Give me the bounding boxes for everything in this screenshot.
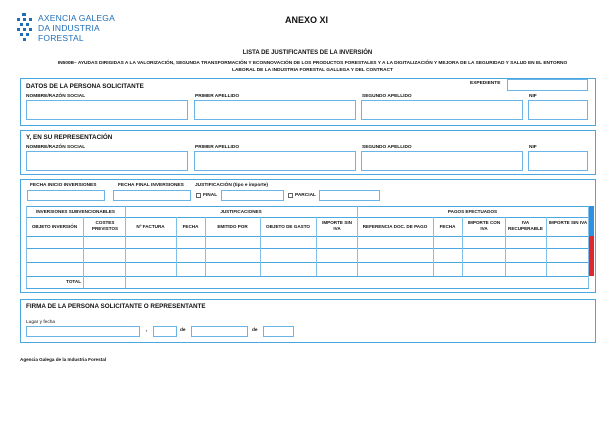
rep-surname2-label: SEGUNDO APELLIDO xyxy=(362,145,412,150)
subtitle-line: IN500B– AYUDAS DIRIGIDAS A LA VALORIZACI… xyxy=(57,61,568,66)
start-date-field[interactable] xyxy=(27,190,105,201)
applicant-nif-field[interactable] xyxy=(528,100,588,120)
end-date-field[interactable] xyxy=(113,190,191,201)
justification-label: JUSTIFICACIÓN (tipo e importe) xyxy=(195,183,269,188)
expediente-field[interactable] xyxy=(507,79,588,91)
place-field[interactable] xyxy=(26,326,140,337)
applicant-section-title: DATOS DE LA PERSONA SOLICITANTE xyxy=(26,83,144,90)
col-header: IMPORTE CON IVA xyxy=(467,220,501,231)
final-checkbox[interactable] xyxy=(196,193,201,198)
representative-section xyxy=(20,130,596,175)
logo-line: FORESTAL xyxy=(38,33,84,43)
signature-section xyxy=(20,299,596,343)
rep-name-field[interactable] xyxy=(26,151,188,171)
document-subtitle: IN500B– AYUDAS DIRIGIDAS A LA VALORIZACI… xyxy=(20,60,605,74)
rep-name-label: NOMBRE/RAZÓN SOCIAL xyxy=(26,145,86,150)
galicia-emblem-icon xyxy=(15,13,33,43)
month-field[interactable] xyxy=(191,326,248,337)
col-header: OBJETO INVERSIÓN xyxy=(31,224,78,229)
col-header: REFERENCIA DOC. DE PAGO xyxy=(362,224,428,229)
place-date-label: Lugar y fecha xyxy=(26,320,56,325)
col-header: FECHA xyxy=(182,224,199,229)
expediente-label: EXPEDIENTE xyxy=(470,81,501,86)
annex-label: ANEXO XI xyxy=(285,15,329,25)
col-header: EMITIDO POR xyxy=(217,224,248,229)
col-header: OBJETO DE GASTO xyxy=(266,224,310,229)
agency-logo-text: AXENCIA GALEGA DA INDUSTRIA FORESTAL xyxy=(38,13,115,43)
end-date-label: FECHA FINAL INVERSIONES xyxy=(118,183,184,188)
footer-agency: Agencia Galega de la Industria Forestal xyxy=(20,357,107,362)
final-amount-field[interactable] xyxy=(221,190,284,201)
col-header: IMPORTE SIN IVA xyxy=(322,220,352,231)
applicant-surname2-field[interactable] xyxy=(361,100,523,120)
applicant-surname1-field[interactable] xyxy=(194,100,356,120)
applicant-surname2-label: SEGUNDO APELLIDO xyxy=(362,94,412,99)
group-header-subsidized: INVERSIONES SUBVENCIONABLES xyxy=(36,209,115,214)
final-label: FINAL xyxy=(203,193,218,198)
logo-line: DA INDUSTRIA xyxy=(38,23,100,33)
parcial-checkbox[interactable] xyxy=(288,193,293,198)
applicant-name-field[interactable] xyxy=(26,100,188,120)
total-label: TOTAL xyxy=(66,279,81,284)
applicant-surname1-label: PRIMER APELLIDO xyxy=(195,94,240,99)
col-header: IMPORTE SIN IVA xyxy=(548,220,588,225)
remove-row-marker[interactable] xyxy=(589,236,594,276)
rep-surname1-field[interactable] xyxy=(194,151,356,171)
investments-section xyxy=(20,179,596,293)
parcial-amount-field[interactable] xyxy=(319,190,380,201)
col-header: COSTES PREVISTOS xyxy=(91,220,119,231)
subtitle-line: LABORAL DE LA INDUSTRIA FORESTAL GALLEGA… xyxy=(232,68,393,73)
rep-surname2-field[interactable] xyxy=(361,151,523,171)
group-header-justifications: JUSTIFICACIONES xyxy=(220,209,262,214)
applicant-section xyxy=(20,78,596,126)
de-separator: de xyxy=(180,328,186,333)
start-date-label: FECHA INICIO INVERSIONES xyxy=(30,183,97,188)
comma-separator: , xyxy=(146,328,148,333)
day-field[interactable] xyxy=(153,326,177,337)
year-field[interactable] xyxy=(263,326,294,337)
applicant-name-label: NOMBRE/RAZÓN SOCIAL xyxy=(26,94,86,99)
applicant-nif-label: NIF xyxy=(529,94,537,99)
logo-line: AXENCIA GALEGA xyxy=(38,13,115,23)
representative-section-title: Y, EN SU REPRESENTACIÓN xyxy=(26,134,113,141)
col-header: FECHA xyxy=(439,224,456,229)
document-title: LISTA DE JUSTIFICANTES DE LA INVERSIÓN xyxy=(242,50,373,56)
rep-nif-label: NIF xyxy=(529,145,537,150)
rep-nif-field[interactable] xyxy=(528,151,588,171)
add-row-marker[interactable] xyxy=(589,206,594,236)
col-header: Nº FACTURA xyxy=(136,224,165,229)
signature-section-title: FIRMA DE LA PERSONA SOLICITANTE O REPRES… xyxy=(26,303,206,310)
group-header-payments: PAGOS EFECTUADOS xyxy=(447,209,498,214)
parcial-label: PARCIAL xyxy=(295,193,316,198)
rep-surname1-label: PRIMER APELLIDO xyxy=(195,145,240,150)
de-separator: de xyxy=(252,328,258,333)
col-header: IVA RECUPERABLE xyxy=(508,220,543,231)
